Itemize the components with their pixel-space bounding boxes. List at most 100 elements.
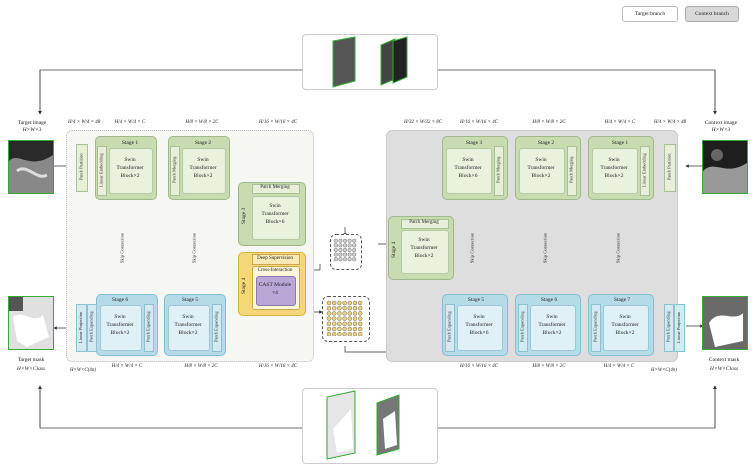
block-label: Block×2 (110, 330, 130, 336)
dim-label: H/32 × W/32 × 8C (404, 120, 443, 125)
transformer-label: Transformer (189, 165, 217, 171)
context-image (702, 140, 748, 194)
right-stage-1-title: Stage 1 (611, 140, 629, 146)
context-mask-label: Context mask (708, 357, 740, 363)
context-mask-image (702, 296, 748, 350)
dim-label: H/4 × W/4 × C (603, 364, 635, 369)
skip-connection-label: Skip Connection (468, 228, 476, 268)
left-patch-merging-3 (252, 184, 300, 194)
left-patch-partition (76, 144, 88, 192)
token-dot (326, 311, 332, 316)
swin-label: Swin (114, 314, 126, 320)
right-patch-expanding-out (664, 304, 674, 352)
right-stage-7-title: Stage 7 (613, 297, 631, 303)
dim-label: H/8 × W/8 × 2C (184, 364, 218, 369)
right-patch-merging-4 (401, 219, 449, 229)
left-stage-5-title: Stage 5 (181, 297, 199, 303)
dim-label: H/4 × W/4 × 48 (653, 120, 687, 125)
token-dot (347, 300, 352, 306)
right-patch-partition (664, 144, 676, 192)
dim-label: H/16 × W/16 × 4C (460, 120, 499, 125)
patch-merging-label: Patch Merging (260, 185, 290, 190)
token-dot (352, 311, 358, 316)
token-dot (326, 332, 332, 336)
transformer-label: Transformer (261, 211, 289, 217)
token-dot (352, 257, 357, 262)
transformer-label: Transformer (600, 165, 628, 171)
target-mask-label: Target mask (17, 357, 45, 363)
left-patch-expanding-out (87, 304, 97, 352)
block-label: Block×2 (120, 173, 140, 179)
top-image-stack (302, 34, 438, 90)
token-dot (342, 252, 347, 257)
patch-merging-label: Patch Merging (568, 156, 574, 184)
dim-label: H/8 × W/8 × 2C (532, 364, 566, 369)
dim-label: H/16 × W/16 × 4C (460, 364, 499, 369)
patch-expanding-label: Patch Expanding (665, 311, 671, 343)
token-dot (337, 305, 342, 311)
transformer-label: Transformer (538, 322, 566, 328)
token-dot (337, 311, 342, 316)
right-patch-merging-3 (494, 146, 504, 196)
token-dot (352, 321, 358, 326)
dim-label: H/16 × W/16 × 4C (258, 364, 298, 369)
dim-label: H×W×C(4n) (650, 368, 678, 373)
token-dot (331, 316, 337, 321)
patch-expanding-label: Patch Expanding (145, 311, 151, 343)
image-stack-top-icon (332, 36, 408, 88)
right-stage-4-title: Stage 4 (391, 241, 397, 259)
token-dot (347, 243, 352, 248)
token-dot (333, 252, 338, 257)
left-stage-1-title: Stage 1 (121, 140, 139, 146)
left-patch-merging-2 (170, 146, 180, 196)
dim-label: H/8 × W/8 × 2C (532, 120, 566, 125)
linear-embedding-label: Linear Embedding (641, 153, 647, 187)
swin-label: Swin (462, 157, 474, 163)
block-label: Block×6 (469, 330, 489, 336)
token-dot (358, 332, 363, 336)
left-patch-expanding-5 (212, 304, 222, 352)
right-stage-6-title: Stage 6 (540, 297, 558, 303)
token-dot (337, 321, 342, 326)
cross-interaction-label: Cross-Interaction (257, 268, 293, 273)
token-dot (342, 321, 347, 326)
right-stage-2-title: Stage 2 (537, 140, 555, 146)
token-dot (358, 321, 363, 326)
token-dot (352, 247, 357, 252)
patch-expanding-label: Patch Expanding (592, 311, 598, 343)
token-dot (347, 238, 352, 243)
transformer-label: Transformer (410, 245, 438, 251)
linear-projection-label: Linear Projection (78, 311, 83, 343)
left-patch-partition-label: Patch Partition (78, 153, 84, 181)
token-dot (342, 257, 347, 262)
target-image-dim: H×W×3 (22, 127, 42, 133)
legend-target-label: Target branch (634, 11, 666, 17)
token-dot (347, 332, 352, 336)
transformer-label: Transformer (106, 322, 134, 328)
swin-label: Swin (473, 314, 485, 320)
patch-expanding-label: Patch Expanding (213, 311, 219, 343)
token-grid-large-icon (326, 300, 363, 336)
block-label: Block×6 (265, 219, 285, 225)
left-stage-2-title: Stage 2 (194, 140, 212, 146)
token-dot (352, 332, 358, 336)
left-stage-3-block (252, 196, 300, 240)
skip-connection-label: Skip Connection (118, 228, 126, 268)
token-dot (338, 252, 343, 257)
transformer-label: Transformer (611, 322, 639, 328)
block-label: Block×2 (604, 173, 624, 179)
token-dot (337, 300, 342, 306)
cast-module (256, 276, 296, 306)
token-dot (332, 332, 337, 336)
token-dot (331, 321, 337, 326)
right-stage-5-title: Stage 5 (467, 297, 485, 303)
token-dot (338, 257, 343, 262)
token-dot (333, 257, 338, 262)
patch-merging-label: Patch Merging (409, 220, 439, 225)
skip-connection-label: Skip Connection (614, 228, 622, 268)
patch-expanding-label: Patch Expanding (446, 311, 452, 343)
token-dot (342, 305, 347, 311)
right-patch-expanding-5 (445, 304, 455, 352)
patch-merging-label: Patch Merging (171, 156, 177, 184)
token-dot (338, 247, 343, 252)
